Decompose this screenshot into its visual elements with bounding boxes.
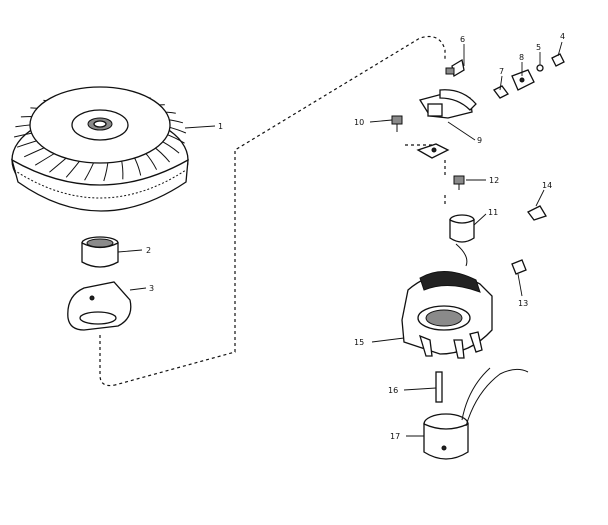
washer-plate-part bbox=[67, 281, 132, 331]
callout-7: 7 bbox=[499, 67, 504, 76]
callout-13: 13 bbox=[518, 299, 528, 308]
callout-14: 14 bbox=[542, 181, 552, 190]
callout-1: 1 bbox=[218, 122, 223, 131]
clip-14 bbox=[527, 205, 547, 221]
assembly-dashed-line-right bbox=[405, 144, 446, 205]
screw-12 bbox=[453, 175, 465, 190]
plate-7 bbox=[493, 85, 509, 99]
nut-4 bbox=[551, 53, 565, 67]
coil-17 bbox=[423, 367, 529, 460]
callout-17: 17 bbox=[390, 432, 400, 441]
callout-11: 11 bbox=[488, 208, 498, 217]
callout-3: 3 bbox=[149, 284, 154, 293]
plate-13 bbox=[511, 259, 527, 275]
assembly-dashed-line bbox=[99, 35, 446, 387]
callout-6: 6 bbox=[460, 35, 465, 44]
callout-15: 15 bbox=[354, 338, 364, 347]
pin-16 bbox=[435, 371, 443, 403]
screw-6 bbox=[445, 58, 465, 78]
callout-2: 2 bbox=[146, 246, 151, 255]
callout-9: 9 bbox=[477, 136, 482, 145]
lockwasher-5 bbox=[536, 64, 544, 72]
callout-12: 12 bbox=[489, 176, 499, 185]
flywheel-part bbox=[10, 86, 189, 212]
condenser-11 bbox=[449, 214, 475, 267]
breaker-point-set bbox=[416, 89, 477, 159]
callout-16: 16 bbox=[388, 386, 398, 395]
leader-lines bbox=[117, 41, 563, 437]
callout-8: 8 bbox=[519, 53, 524, 62]
bracket-8 bbox=[511, 69, 535, 91]
callout-10: 10 bbox=[354, 118, 364, 127]
callout-5: 5 bbox=[536, 43, 541, 52]
sleeve-part bbox=[81, 236, 119, 268]
callout-4: 4 bbox=[560, 32, 565, 41]
screw-10 bbox=[391, 115, 403, 132]
callout-labels: 1 2 3 4 5 6 7 8 9 10 11 12 13 14 15 16 1… bbox=[146, 32, 565, 441]
coil-base-15 bbox=[401, 271, 493, 359]
